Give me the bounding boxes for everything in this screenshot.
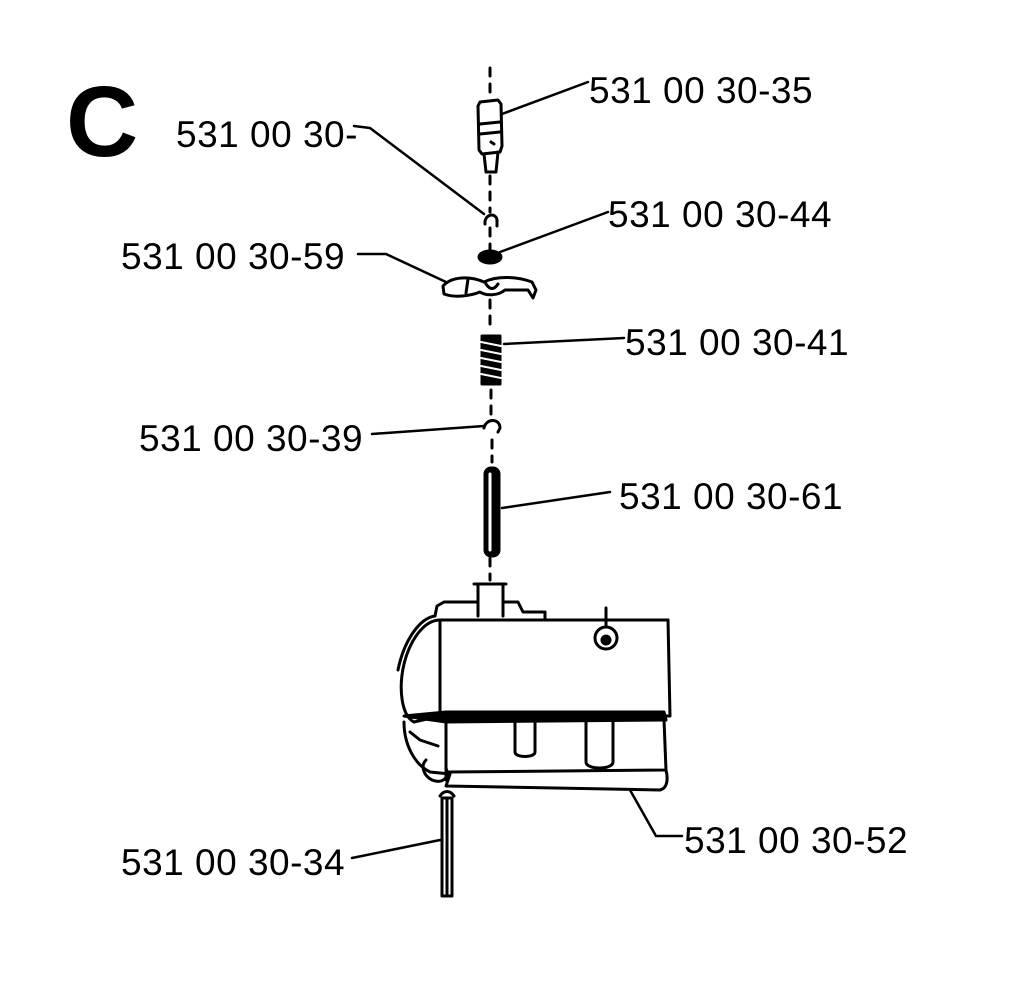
- callout-part-44: 531 00 30-44: [608, 194, 833, 235]
- part-59-lever: [441, 276, 538, 300]
- callout-part-61: 531 00 30-61: [619, 476, 844, 517]
- part-61-pin: [483, 466, 501, 558]
- part-34-fuel-line: [438, 790, 456, 898]
- callout-part-59: 531 00 30-59: [121, 236, 346, 277]
- callout-part-52: 531 00 30-52: [684, 820, 909, 861]
- callout-part-35: 531 00 30-35: [589, 70, 814, 111]
- part-unnumbered-clip: [483, 213, 499, 228]
- part-41-spring: [480, 334, 502, 386]
- part-39-clip: [482, 419, 502, 434]
- section-letter: C: [66, 66, 139, 178]
- part-52-housing: [396, 582, 672, 792]
- part-44-washer: [477, 249, 503, 265]
- part-35-valve-body: [476, 98, 504, 174]
- callout-part-39: 531 00 30-39: [139, 418, 364, 459]
- callout-part-unnumbered: 531 00 30-: [176, 114, 358, 155]
- callout-part-41: 531 00 30-41: [625, 322, 850, 363]
- center-axis: [488, 66, 494, 582]
- leader-lines: [350, 80, 684, 860]
- callout-part-34: 531 00 30-34: [121, 842, 346, 883]
